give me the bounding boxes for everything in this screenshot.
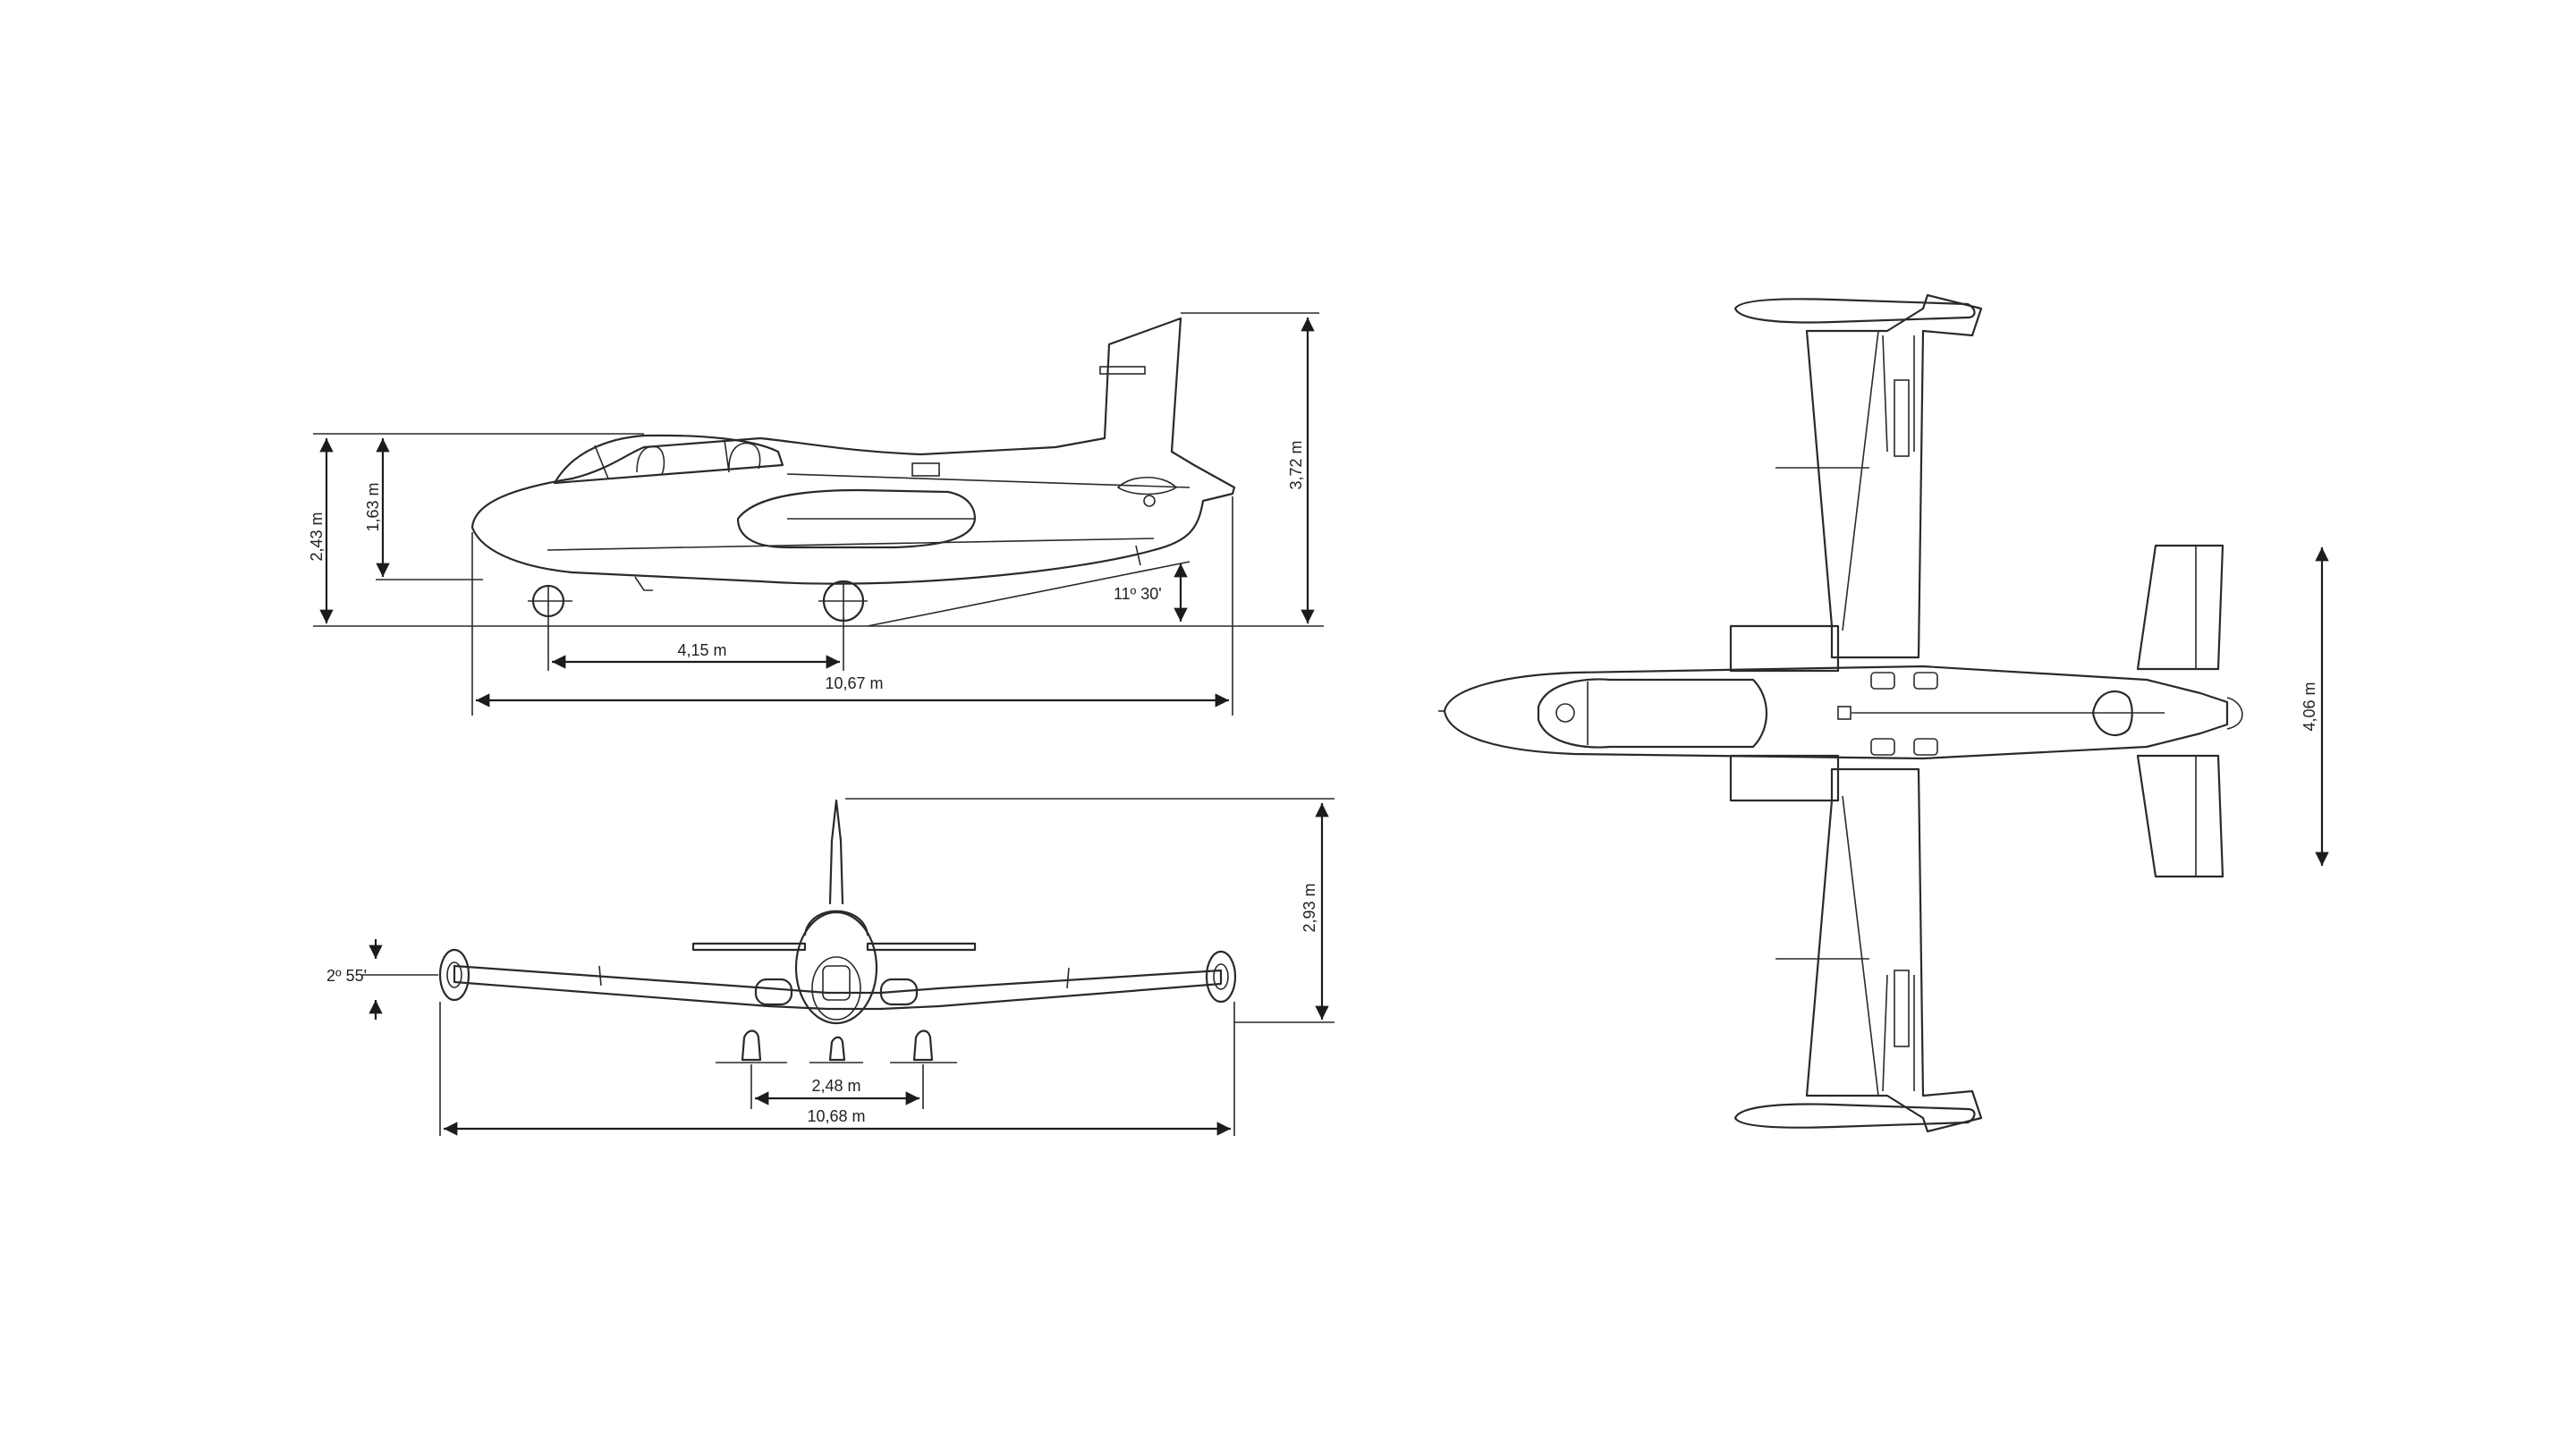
top-view-dimensions: 4,06 m — [2301, 547, 2329, 866]
span-label: 10,68 m — [807, 1107, 865, 1125]
top-view: 4,06 m — [1438, 293, 2329, 1133]
tail-angle-label: 11º 30' — [1114, 585, 1162, 603]
front-view-airframe — [438, 799, 1237, 1063]
track-label: 2,48 m — [811, 1077, 860, 1095]
front-view: 2,93 m 2º 55' 2,48 m 10,68 m — [326, 798, 1335, 1136]
tailplane-span-label: 4,06 m — [2301, 682, 2318, 731]
dihedral-label: 2º 55' — [326, 967, 367, 985]
length-label: 10,67 m — [825, 674, 883, 692]
side-view-dimensions: 2,43 m 1,63 m 3,72 m 11º 30' 4,15 m 10,6… — [308, 312, 1324, 716]
side-view-airframe — [470, 317, 1236, 627]
height-canopy-label: 1,63 m — [364, 482, 382, 531]
side-view: 2,43 m 1,63 m 3,72 m 11º 30' 4,15 m 10,6… — [308, 312, 1324, 716]
height-total-label: 2,43 m — [308, 512, 326, 561]
wheelbase-label: 4,15 m — [677, 641, 726, 659]
front-height-label: 2,93 m — [1301, 883, 1318, 932]
top-view-airframe — [1438, 293, 2243, 1133]
height-tail-label: 3,72 m — [1287, 440, 1305, 489]
front-view-dimensions: 2,93 m 2º 55' 2,48 m 10,68 m — [326, 798, 1335, 1136]
